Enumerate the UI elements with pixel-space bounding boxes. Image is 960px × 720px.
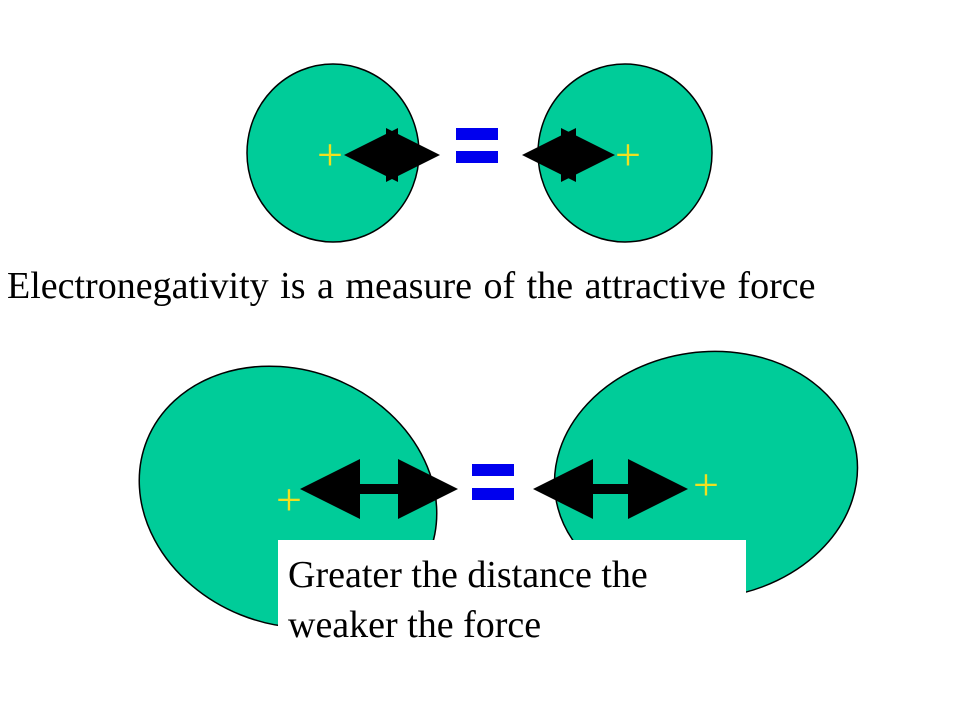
equals-sign-icon: [472, 464, 514, 500]
electronegativity-statement: Electronegativity is a measure of the at…: [7, 265, 816, 307]
nucleus-plus-right-top: +: [615, 129, 641, 180]
nucleus-plus-left-bottom: +: [276, 474, 302, 525]
equals-sign-icon: [456, 128, 498, 163]
top-atom-pair: + +: [246, 63, 713, 243]
distance-note: Greater the distance the weaker the forc…: [288, 554, 648, 646]
nucleus-plus-right-bottom: +: [693, 459, 719, 510]
distance-note-box: [278, 540, 746, 662]
nucleus-plus-left-top: +: [317, 129, 343, 180]
